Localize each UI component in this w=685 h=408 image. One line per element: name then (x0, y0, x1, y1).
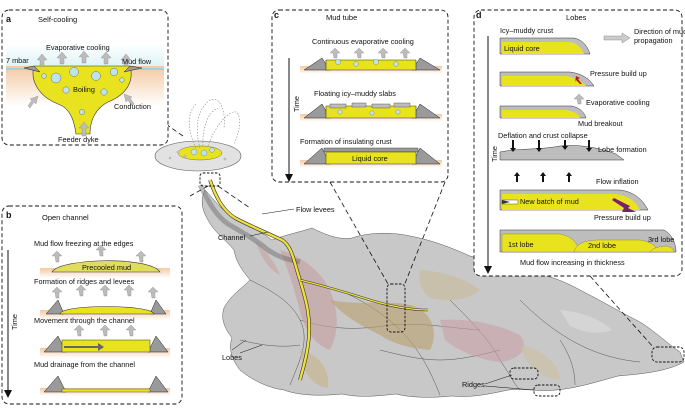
panel-c-step2: Floating icy–muddy slabs (314, 89, 396, 98)
ridges-box-1 (509, 367, 539, 380)
panel-a-boiling: Boiling (73, 85, 95, 94)
tube-box (386, 283, 406, 333)
panel-b-letter: b (6, 210, 12, 220)
lobe-box (651, 346, 685, 363)
panel-c-mud-tube (271, 9, 449, 183)
panel-b-time: Time (10, 314, 19, 330)
panel-d-newbatch: New batch of mud (520, 197, 579, 206)
panel-d-deflation: Deflation and crust collapse (498, 131, 588, 140)
panel-a-letter: a (6, 14, 12, 24)
panel-c-liquid: Liquid core (352, 154, 388, 163)
panel-d-breakout: Mud breakout (578, 119, 623, 128)
panel-a-feeder: Feeder dyke (58, 135, 99, 144)
panel-d-pressure2: Pressure build up (594, 213, 651, 222)
panel-b-precooled: Precooled mud (82, 263, 131, 272)
panel-a-mudflow: Mud flow (122, 57, 152, 66)
panel-d-direction-2: propagation (634, 36, 673, 45)
panel-a-pressure: 7 mbar (6, 56, 29, 65)
panel-d-time: Time (490, 146, 499, 162)
panel-c-step1: Continuous evaporative cooling (312, 37, 414, 46)
label-channel: Channel (218, 233, 246, 242)
panel-b-title: Open channel (42, 213, 89, 222)
panel-a-self-cooling (1, 9, 169, 146)
panel-d-pressure1: Pressure build up (590, 69, 647, 78)
panel-a-evaporative: Evaporative cooling (46, 43, 110, 52)
panel-a-title: Self-cooling (38, 15, 77, 24)
panel-b-step1: Mud flow freezing at the edges (34, 239, 134, 248)
label-lobes: Lobes (222, 353, 242, 362)
panel-d-evap: Evaporative cooling (586, 98, 650, 107)
channel-box (199, 172, 221, 187)
panel-d-inflation: Flow inflation (596, 177, 639, 186)
panel-d-lobe3: 3rd lobe (648, 235, 674, 244)
panel-b-open-channel (1, 205, 183, 405)
panel-d-thickness: Mud flow increasing in thickness (520, 258, 625, 267)
label-ridges: Ridges (462, 380, 485, 389)
flow-field (154, 99, 685, 398)
panel-b-step3: Movement through the channel (34, 316, 135, 325)
panel-d-lobeform: Lobe formation (598, 145, 647, 154)
panel-c-title: Mud tube (326, 13, 357, 22)
panel-d-crust: Icy–muddy crust (500, 26, 553, 35)
panel-a-conduction: Conduction (114, 102, 151, 111)
panel-c-time: Time (292, 96, 301, 112)
panel-c-letter: c (274, 10, 279, 20)
panel-b-step4: Mud drainage from the channel (34, 360, 135, 369)
panel-d-lobe1: 1st lobe (508, 240, 534, 249)
panel-c-step3: Formation of insulating crust (300, 137, 392, 146)
ridges-box-2 (533, 384, 561, 397)
panel-b-step2: Formation of ridges and levees (34, 277, 135, 286)
panel-d-lobe2: 2nd lobe (588, 241, 616, 250)
panel-d-lobes (473, 9, 683, 277)
panel-d-liquid: Liquid core (504, 44, 540, 53)
panel-d-title: Lobes (566, 13, 587, 22)
panel-d-letter: d (476, 10, 482, 20)
label-flow-levees: Flow levees (296, 205, 335, 214)
panel-d-direction-1: Direction of mud (634, 27, 685, 36)
